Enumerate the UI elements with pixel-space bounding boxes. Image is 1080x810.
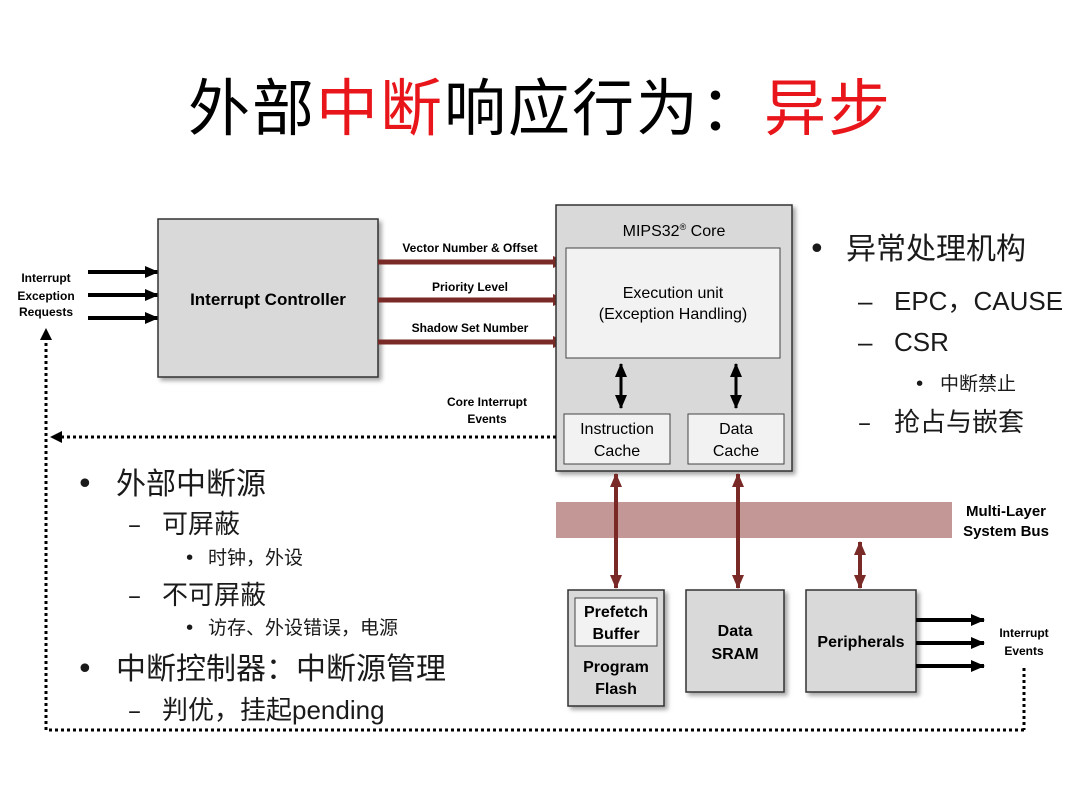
execution-unit-box (565, 247, 781, 359)
peripherals-label: Peripherals (817, 634, 904, 651)
mips-core-title-suffix: Core (686, 223, 725, 240)
feedback-arrowhead (40, 328, 52, 340)
data-cache-line1: Data (719, 421, 753, 438)
program-flash-line2: Flash (595, 681, 637, 698)
interrupt-events-line1: Interrupt (999, 626, 1048, 640)
left-bullet-1-1-1: • 时钟，外设 (184, 543, 303, 570)
bullet-dash: – (858, 408, 871, 438)
instruction-cache-line2: Cache (594, 443, 640, 460)
right-bullet-1-1-text: EPC，CAUSE (894, 286, 1064, 316)
left-bullet-1-2-text: 不可屏蔽 (162, 581, 267, 611)
left-bullet-1-1: –可屏蔽 (128, 504, 240, 541)
prefetch-buffer-box (574, 597, 658, 647)
right-bullet-1-1: –EPC，CAUSE (858, 281, 1063, 318)
inputs-label-line1: Interrupt (21, 271, 70, 285)
prefetch-buffer-line1: Prefetch (584, 604, 648, 621)
left-bullet-2-1: –判优，挂起pending (128, 690, 385, 727)
interrupt-events-line2: Events (1004, 644, 1044, 658)
left-bullet-1-text: 外部中断源 (116, 467, 266, 502)
bullet-dash: – (858, 327, 873, 357)
bus-label-line2: System Bus (963, 523, 1049, 540)
bullet-dash: – (858, 286, 873, 316)
bus-label-line1: Multi-Layer (966, 503, 1046, 520)
left-bullet-1-1-text: 可屏蔽 (162, 510, 241, 540)
system-bus (556, 502, 952, 538)
execution-unit-line2: (Exception Handling) (599, 306, 748, 323)
bullet-dash: – (128, 696, 141, 726)
bullet-dot: • (76, 652, 94, 687)
left-bullet-1: • 外部中断源 (76, 459, 266, 503)
bullet-dot: • (76, 467, 94, 502)
right-bullet-1-text: 异常处理机构 (846, 232, 1026, 267)
mips-core-title: MIPS32® Core (623, 222, 726, 240)
bullet-dash: – (128, 581, 141, 611)
bullet-dot: • (184, 617, 196, 639)
data-cache-box (687, 413, 785, 465)
shadow-signal-label: Shadow Set Number (412, 321, 529, 335)
data-cache-line2: Cache (713, 443, 759, 460)
bullet-dot: • (914, 373, 926, 395)
left-bullet-1-2-1-text: 访存、外设错误，电源 (208, 617, 399, 639)
left-bullet-1-1-1-text: 时钟，外设 (208, 547, 304, 569)
right-bullet-1-2: –CSR (858, 327, 949, 358)
priority-signal-label: Priority Level (432, 280, 508, 294)
left-bullet-2-text: 中断控制器：中断源管理 (116, 652, 446, 687)
title-part4: 异步 (764, 72, 893, 145)
left-bullet-2-1-en: pending (292, 695, 385, 725)
prefetch-buffer-line2: Buffer (592, 626, 639, 643)
data-sram-line1: Data (718, 623, 753, 640)
left-bullet-1-2: –不可屏蔽 (128, 575, 266, 612)
peripherals-box (805, 589, 917, 693)
bullet-dot: • (184, 547, 196, 569)
title-part2: 中断 (315, 72, 444, 145)
bullet-dash: – (128, 510, 141, 540)
slide-title: 外部中断响应行为：异步 (0, 58, 1080, 148)
right-bullet-1-2-text: CSR (894, 327, 949, 357)
data-sram-line2: SRAM (711, 646, 758, 663)
mips-core-title-sup: ® (680, 222, 687, 232)
right-bullet-1-2-1-text: 中断禁止 (940, 373, 1017, 395)
inputs-label-line2: Exception (17, 289, 74, 303)
left-bullet-2: • 中断控制器：中断源管理 (76, 644, 446, 688)
mips-core-title-text: MIPS32 (623, 223, 680, 240)
interrupt-controller-label: Interrupt Controller (190, 290, 346, 309)
interrupt-controller-box (157, 218, 379, 378)
core-events-arrowhead (50, 431, 62, 443)
right-bullet-1-3: –抢占与嵌套 (858, 402, 1024, 439)
program-flash-line1: Program (583, 659, 649, 676)
title-part1: 外部 (187, 72, 316, 145)
left-bullet-1-2-1: • 访存、外设错误，电源 (184, 613, 398, 640)
execution-unit-line1: Execution unit (623, 285, 724, 302)
data-sram-box (685, 589, 785, 693)
core-interrupt-events-line1: Core Interrupt (447, 395, 527, 409)
right-bullet-1: • 异常处理机构 (808, 224, 1026, 268)
right-bullet-1-3-text: 抢占与嵌套 (894, 408, 1025, 438)
bullet-dot: • (808, 232, 826, 267)
inputs-label-line3: Requests (19, 305, 73, 319)
left-bullet-2-1-cn: 判优，挂起 (162, 696, 293, 726)
right-bullet-1-2-1: • 中断禁止 (914, 369, 1016, 396)
core-interrupt-events-line2: Events (467, 412, 507, 426)
instruction-cache-box (563, 413, 671, 465)
title-part3: 响应行为： (444, 72, 765, 145)
vector-signal-label: Vector Number & Offset (402, 241, 537, 255)
instruction-cache-line1: Instruction (580, 421, 654, 438)
